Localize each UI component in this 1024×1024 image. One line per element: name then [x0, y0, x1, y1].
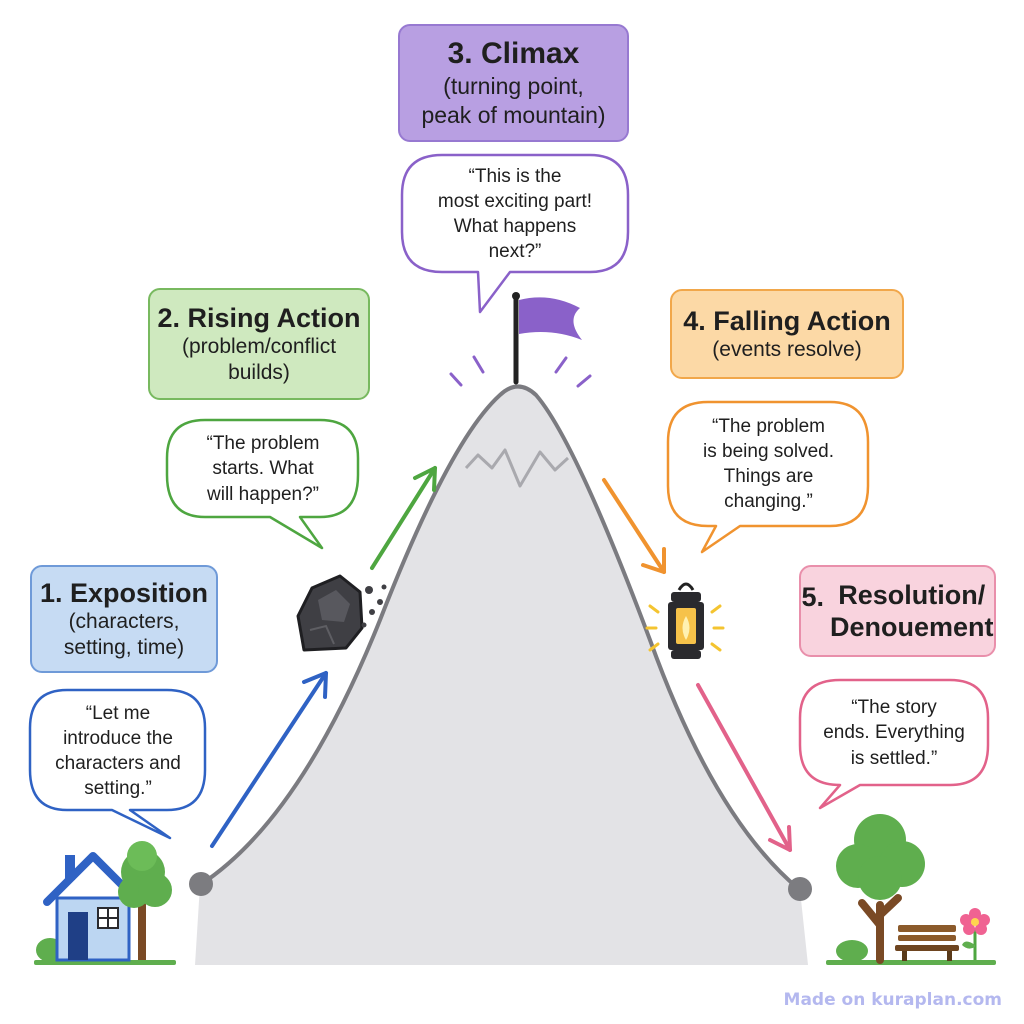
mountain-outline [198, 384, 802, 892]
falling-action-label-box: 4. Falling Action (events resolve) [670, 289, 904, 379]
credit-text: Made on kuraplan.com [783, 990, 1002, 1010]
flower-icon [960, 908, 990, 960]
exposition-bubble [28, 688, 207, 840]
end-point [788, 877, 812, 901]
resolution-title: Resolution/ Denouement [830, 579, 994, 642]
lantern-icon [645, 582, 725, 659]
rising-action-title: 2. Rising Action [157, 302, 361, 333]
climax-bubble [400, 153, 630, 314]
rising-action-subtitle: (problem/conflict builds) [181, 334, 337, 385]
start-point [189, 872, 213, 896]
arrow-rising-action [370, 466, 437, 570]
right-tree-icon [826, 814, 996, 965]
exposition-quote: “Let me introduce the characters and set… [55, 702, 181, 800]
climax-quote: “This is the most exciting part! What ha… [437, 165, 593, 263]
arrow-exposition [210, 671, 328, 848]
climax-title: 3. Climax [447, 37, 580, 71]
resolution-quote: “The story ends. Everything is settled.” [823, 697, 965, 769]
arrow-resolution [696, 683, 792, 852]
resolution-label-box: 5. Resolution/ Denouement [799, 565, 996, 657]
climax-subtitle: (turning point, peak of mountain) [421, 73, 606, 128]
exposition-subtitle: (characters, setting, time) [63, 609, 185, 660]
bench-icon [895, 925, 959, 961]
exposition-label-box: 1. Exposition (characters, setting, time… [30, 565, 218, 673]
exposition-title: 1. Exposition [39, 577, 209, 608]
rising-action-quote: “The problem starts. What will happen?” [206, 433, 320, 505]
falling-action-subtitle: (events resolve) [712, 338, 862, 362]
falling-action-title: 4. Falling Action [683, 305, 891, 336]
tree-icon [118, 841, 172, 960]
rising-action-label-box: 2. Rising Action (problem/conflict build… [148, 288, 370, 400]
rising-action-bubble [165, 418, 360, 550]
falling-action-bubble [666, 400, 870, 554]
snow-cap-edge [464, 448, 570, 488]
climax-label-box: 3. Climax (turning point, peak of mounta… [398, 24, 629, 142]
flag-icon [449, 292, 592, 388]
falling-action-quote: “The problem is being solved. Things are… [703, 415, 834, 513]
resolution-bubble [798, 678, 990, 810]
arrow-falling-action [602, 478, 666, 574]
rock-icon [296, 574, 387, 652]
mountain [195, 386, 808, 965]
resolution-number: 5. [801, 582, 824, 612]
